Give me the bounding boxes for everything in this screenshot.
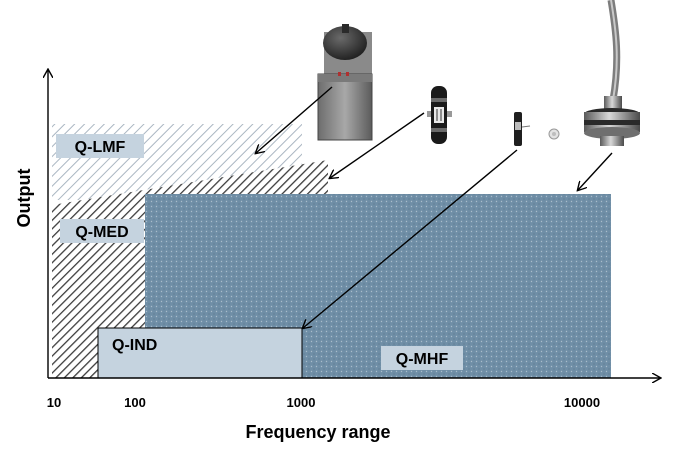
- region-q-med-area: [52, 160, 328, 378]
- x-axis-title: Frequency range: [245, 422, 390, 442]
- arrow-probe-to-q-mhf: [578, 152, 613, 190]
- arrow-transducer-to-q-med: [330, 112, 425, 178]
- svg-text:Q-MHF: Q-MHF: [396, 351, 449, 368]
- label-q-mhf: Q-MHF: [381, 346, 463, 370]
- svg-text:Q-IND: Q-IND: [112, 337, 157, 354]
- label-q-lmf: Q-LMF: [56, 134, 144, 158]
- large-shaker-icon: [317, 24, 373, 141]
- region-q-ind-area: [97, 327, 303, 379]
- arrow-small-transducer-to-q-ind: [303, 149, 518, 328]
- svg-text:Q-MED: Q-MED: [75, 224, 128, 241]
- arrow-shaker-to-q-lmf: [256, 86, 333, 153]
- label-q-ind: Q-IND: [112, 337, 157, 354]
- x-tick-100: 100: [124, 395, 146, 410]
- y-axis-title: Output: [14, 169, 34, 228]
- small-transducer-icon: [514, 112, 560, 146]
- handheld-probe-icon: [584, 0, 640, 146]
- svg-text:Q-LMF: Q-LMF: [75, 139, 126, 156]
- x-tick-1000: 1000: [287, 395, 316, 410]
- medium-transducer-icon: [427, 86, 452, 144]
- x-tick-10: 10: [47, 395, 61, 410]
- label-q-med: Q-MED: [60, 219, 144, 243]
- x-tick-10000: 10000: [564, 395, 600, 410]
